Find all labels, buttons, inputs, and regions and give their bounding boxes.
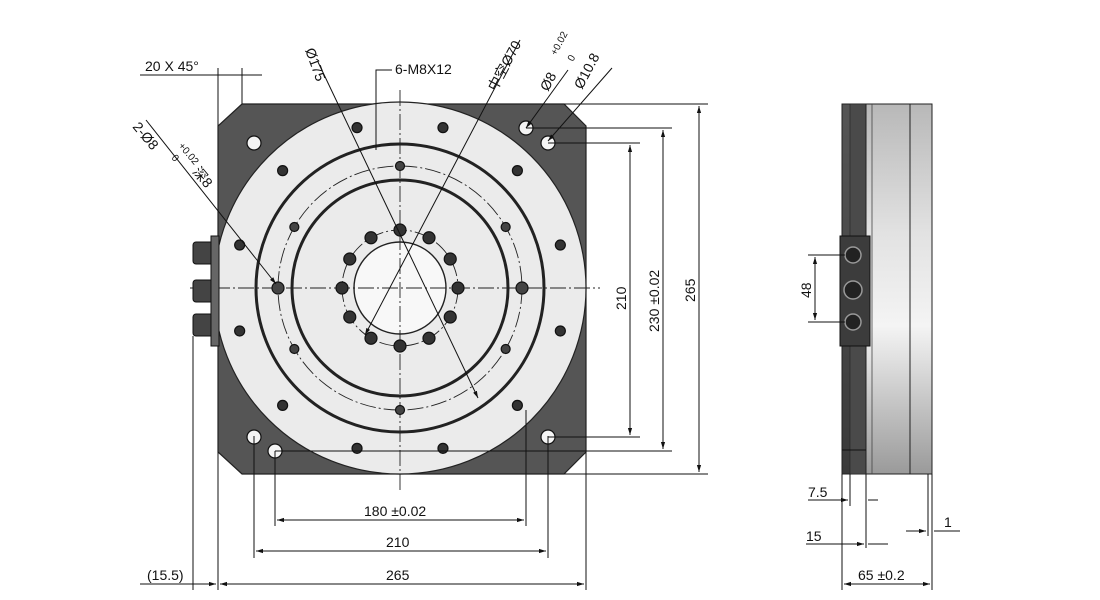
bolt-hole xyxy=(443,310,457,324)
side-connector xyxy=(843,280,863,300)
counterbore-label: Ø10.8 xyxy=(571,50,603,91)
hollow-label: 中空Ø70 xyxy=(485,38,525,94)
dowel-tol-lower: 0 xyxy=(566,53,579,63)
dowel-label: Ø8 xyxy=(537,69,560,93)
through-hole xyxy=(515,281,529,295)
flange-hole xyxy=(351,122,363,134)
pcd-outer-label: Ø175 xyxy=(302,46,329,84)
flange-hole xyxy=(351,442,363,454)
flange-hole xyxy=(437,122,449,134)
through-hole xyxy=(271,281,285,295)
flange-hole xyxy=(234,239,246,251)
side-view xyxy=(839,103,933,475)
dim-210-horizontal: 210 xyxy=(386,534,410,550)
bolt-hole xyxy=(393,339,407,353)
side-connector xyxy=(844,313,862,331)
side-connector xyxy=(844,246,862,264)
pin-hole-label: 2-Ø8 xyxy=(130,119,162,153)
dim-15: 15 xyxy=(806,528,822,544)
base-corner-hole xyxy=(246,135,262,151)
bolt-hole xyxy=(443,252,457,266)
dim-65: 65 ±0.2 xyxy=(858,567,905,583)
tapped-hole xyxy=(289,343,300,355)
bolt-hole xyxy=(343,252,357,266)
flange-hole xyxy=(554,239,566,251)
pin-hole-tol-lower: 0 xyxy=(169,153,181,165)
dim-48: 48 xyxy=(798,282,814,298)
dim-7-5: 7.5 xyxy=(808,484,828,500)
dim-15-5: (15.5) xyxy=(147,567,184,583)
dim-180: 180 ±0.02 xyxy=(364,503,426,519)
bolt-hole xyxy=(335,281,349,295)
flange-hole xyxy=(277,165,289,177)
dim-210-vertical: 210 xyxy=(613,286,629,310)
side-body xyxy=(865,103,933,475)
flange-hole xyxy=(277,399,289,411)
bolt-hole xyxy=(451,281,465,295)
bolt-hole xyxy=(422,231,436,245)
flange-hole xyxy=(511,399,523,411)
dim-230-vertical: 230 ±0.02 xyxy=(646,270,662,332)
dim-265-horizontal: 265 xyxy=(386,567,410,583)
tapped-holes-label: 6-M8X12 xyxy=(395,61,452,77)
connector-group xyxy=(192,235,220,347)
dim-1: 1 xyxy=(944,514,952,530)
tapped-hole xyxy=(289,221,300,233)
dowel-tol-upper: +0.02 xyxy=(549,30,571,58)
flange-hole xyxy=(437,442,449,454)
flange-hole xyxy=(554,325,566,337)
connector-bracket xyxy=(210,235,220,347)
flange-hole xyxy=(234,325,246,337)
flange-hole xyxy=(511,165,523,177)
bolt-hole xyxy=(422,331,436,345)
pin-hole-depth: 深8 xyxy=(190,164,216,191)
front-view xyxy=(190,90,600,490)
tapped-hole xyxy=(394,404,406,416)
side-dimensions: 48 7.5 15 1 65 ±0.2 xyxy=(798,254,960,590)
bolt-hole xyxy=(364,231,378,245)
tapped-hole xyxy=(394,160,406,172)
tapped-hole xyxy=(500,343,511,355)
bolt-hole xyxy=(343,310,357,324)
bolt-hole xyxy=(364,331,378,345)
mounting-holes xyxy=(234,120,566,459)
tapped-hole xyxy=(500,221,511,233)
dim-265-vertical: 265 xyxy=(682,278,698,302)
chamfer-label: 20 X 45° xyxy=(145,58,199,74)
